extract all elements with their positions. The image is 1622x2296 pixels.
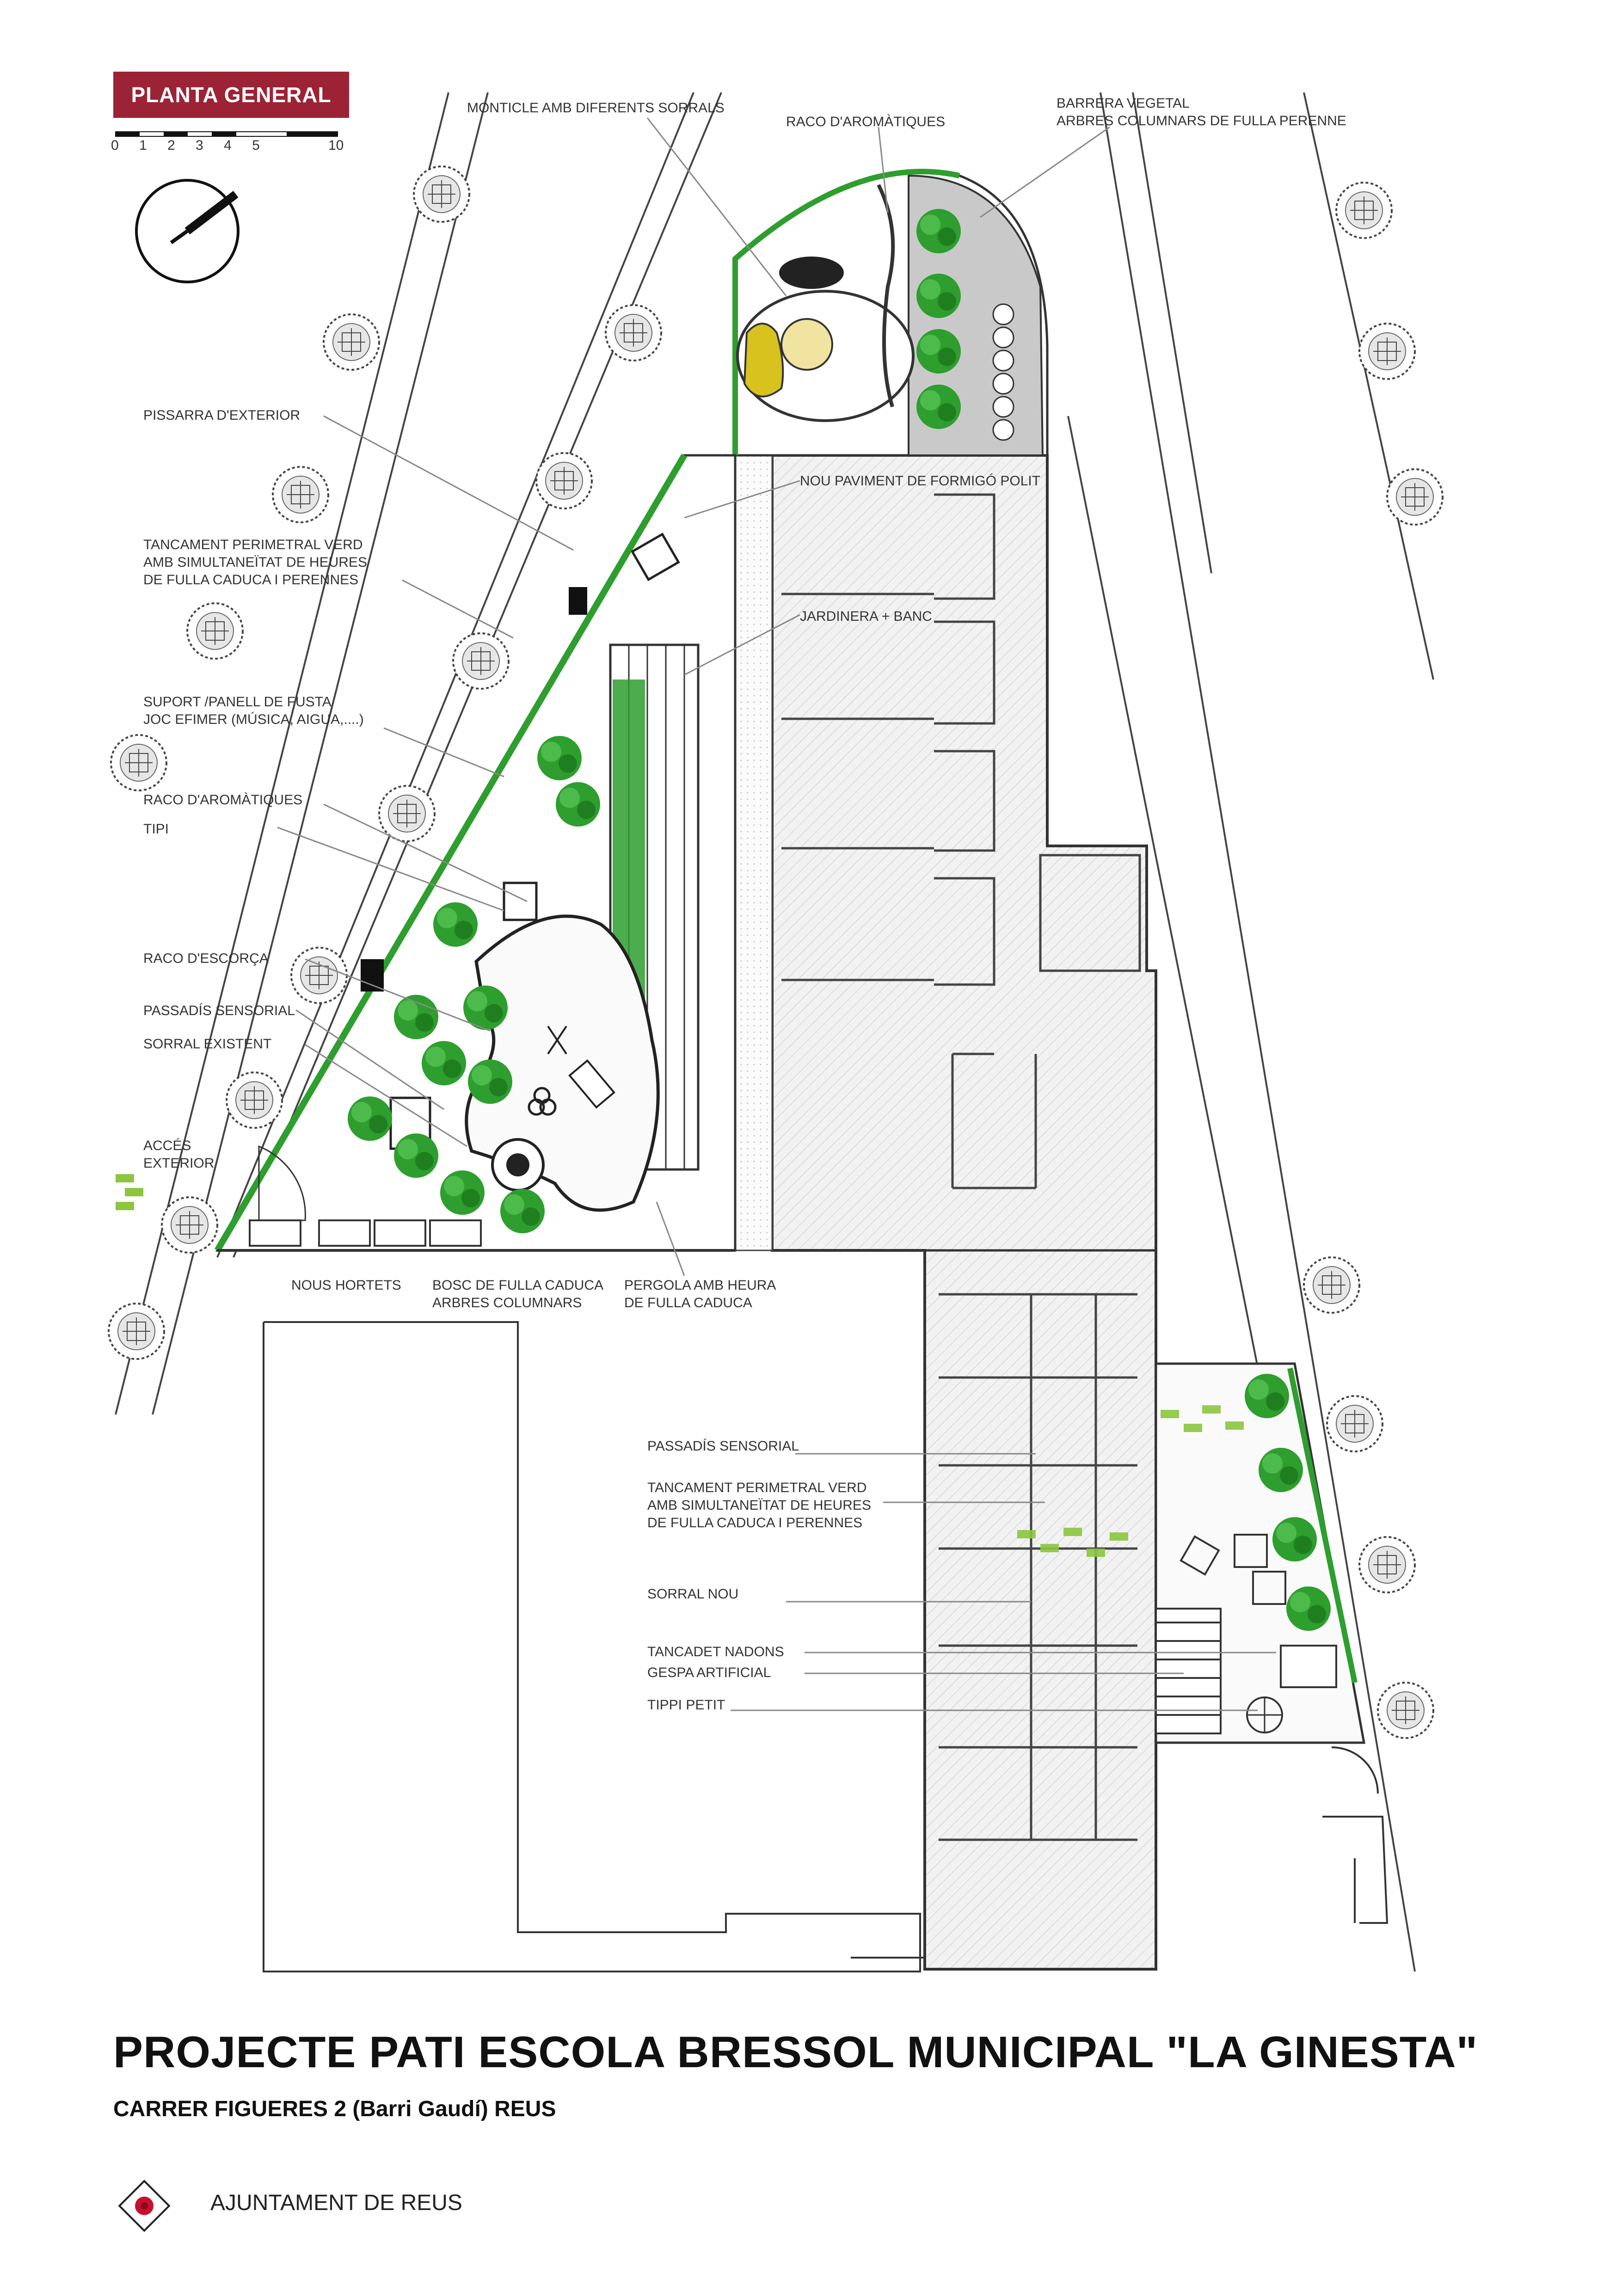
page-title: PROJECTE PATI ESCOLA BRESSOL MUNICIPAL "…	[113, 2027, 1478, 2077]
label-tancament-1-a: TANCAMENT PERIMETRAL VERD	[143, 537, 363, 552]
label-monticle: MONTICLE AMB DIFERENTS SORRALS	[467, 100, 725, 116]
street-trees-right	[1303, 182, 1444, 1739]
label-bosc-a: BOSC DE FULLA CADUCA	[432, 1278, 604, 1293]
label-tippi-petit: TIPPI PETIT	[647, 1697, 725, 1713]
label-sorral-nou: SORRAL NOU	[647, 1586, 739, 1602]
label-pergola-a: PERGOLA AMB HEURA	[624, 1278, 776, 1293]
plan-badge: PLANTA GENERAL	[113, 72, 349, 118]
label-pissarra: PISSARRA D'EXTERIOR	[143, 408, 301, 423]
school-building	[732, 454, 1157, 1971]
adjacent-lot	[263, 1321, 971, 1972]
page-subtitle: CARRER FIGUERES 2 (Barri Gaudí) REUS	[113, 2097, 556, 2121]
label-paviment: NOU PAVIMENT DE FORMIGÓ POLIT	[800, 473, 1041, 489]
label-tancament-2-b: AMB SIMULTANEÏTAT DE HEURES	[647, 1498, 871, 1513]
label-tancament-2-c: DE FULLA CADUCA I PERENNES	[647, 1515, 863, 1531]
label-acces-a: ACCÉS	[143, 1138, 191, 1153]
label-tancadet: TANCADET NADONS	[647, 1644, 784, 1659]
label-suport-a: SUPORT /PANELL DE FUSTA	[143, 694, 332, 710]
label-tancament-2-a: TANCAMENT PERIMETRAL VERD	[647, 1480, 867, 1495]
label-acces-b: EXTERIOR	[143, 1156, 215, 1171]
label-passadis-2: PASSADÍS SENSORIAL	[647, 1439, 799, 1454]
label-tipi: TIPI	[143, 821, 169, 837]
label-raco-aromatiques-mid: RACO D'AROMÀTIQUES	[143, 792, 303, 808]
organization-name: AJUNTAMENT DE REUS	[210, 2191, 462, 2215]
label-raco-aromatiques-top: RACO D'AROMÀTIQUES	[786, 114, 946, 129]
north-garden	[732, 169, 1049, 457]
scale-tick-labels: 0 1 2 3 4 5	[111, 138, 268, 153]
label-tancament-1-b: AMB SIMULTANEÏTAT DE HEURES	[143, 555, 367, 570]
north-arrow	[135, 179, 240, 283]
label-jardinera: JARDINERA + BANC	[800, 609, 932, 624]
label-raco-escorca: RACO D'ESCORÇA	[143, 951, 269, 966]
scale-end-label: 10	[328, 138, 344, 153]
label-gespa: GESPA ARTIFICIAL	[647, 1665, 771, 1680]
leader-lines	[277, 117, 1276, 1711]
entrance-door	[1322, 1746, 1389, 1924]
scale-bar	[115, 131, 338, 137]
play-yard	[214, 453, 737, 1252]
label-bosc-b: ARBRES COLUMNARS	[432, 1295, 582, 1310]
nursery-yard	[1017, 1362, 1365, 1744]
label-barrera-1: BARRERA VEGETAL	[1057, 96, 1190, 111]
label-barrera-2: ARBRES COLUMNARS DE FULLA PERENNE	[1057, 113, 1346, 129]
label-nous-hortets: NOUS HORTETS	[291, 1278, 401, 1293]
external-vegetation	[116, 1174, 143, 1210]
label-suport-b: JOC EFIMER (MÚSICA, AIGUA,....)	[143, 712, 364, 727]
label-sorral-existent: SORRAL EXISTENT	[143, 1036, 272, 1052]
label-passadis-1: PASSADÍS SENSORIAL	[143, 1003, 295, 1018]
street-lines-left	[115, 92, 722, 1415]
reus-logo-icon	[118, 2180, 171, 2232]
label-pergola-b: DE FULLA CADUCA	[624, 1295, 752, 1310]
label-tancament-1-c: DE FULLA CADUCA I PERENNES	[143, 572, 359, 588]
